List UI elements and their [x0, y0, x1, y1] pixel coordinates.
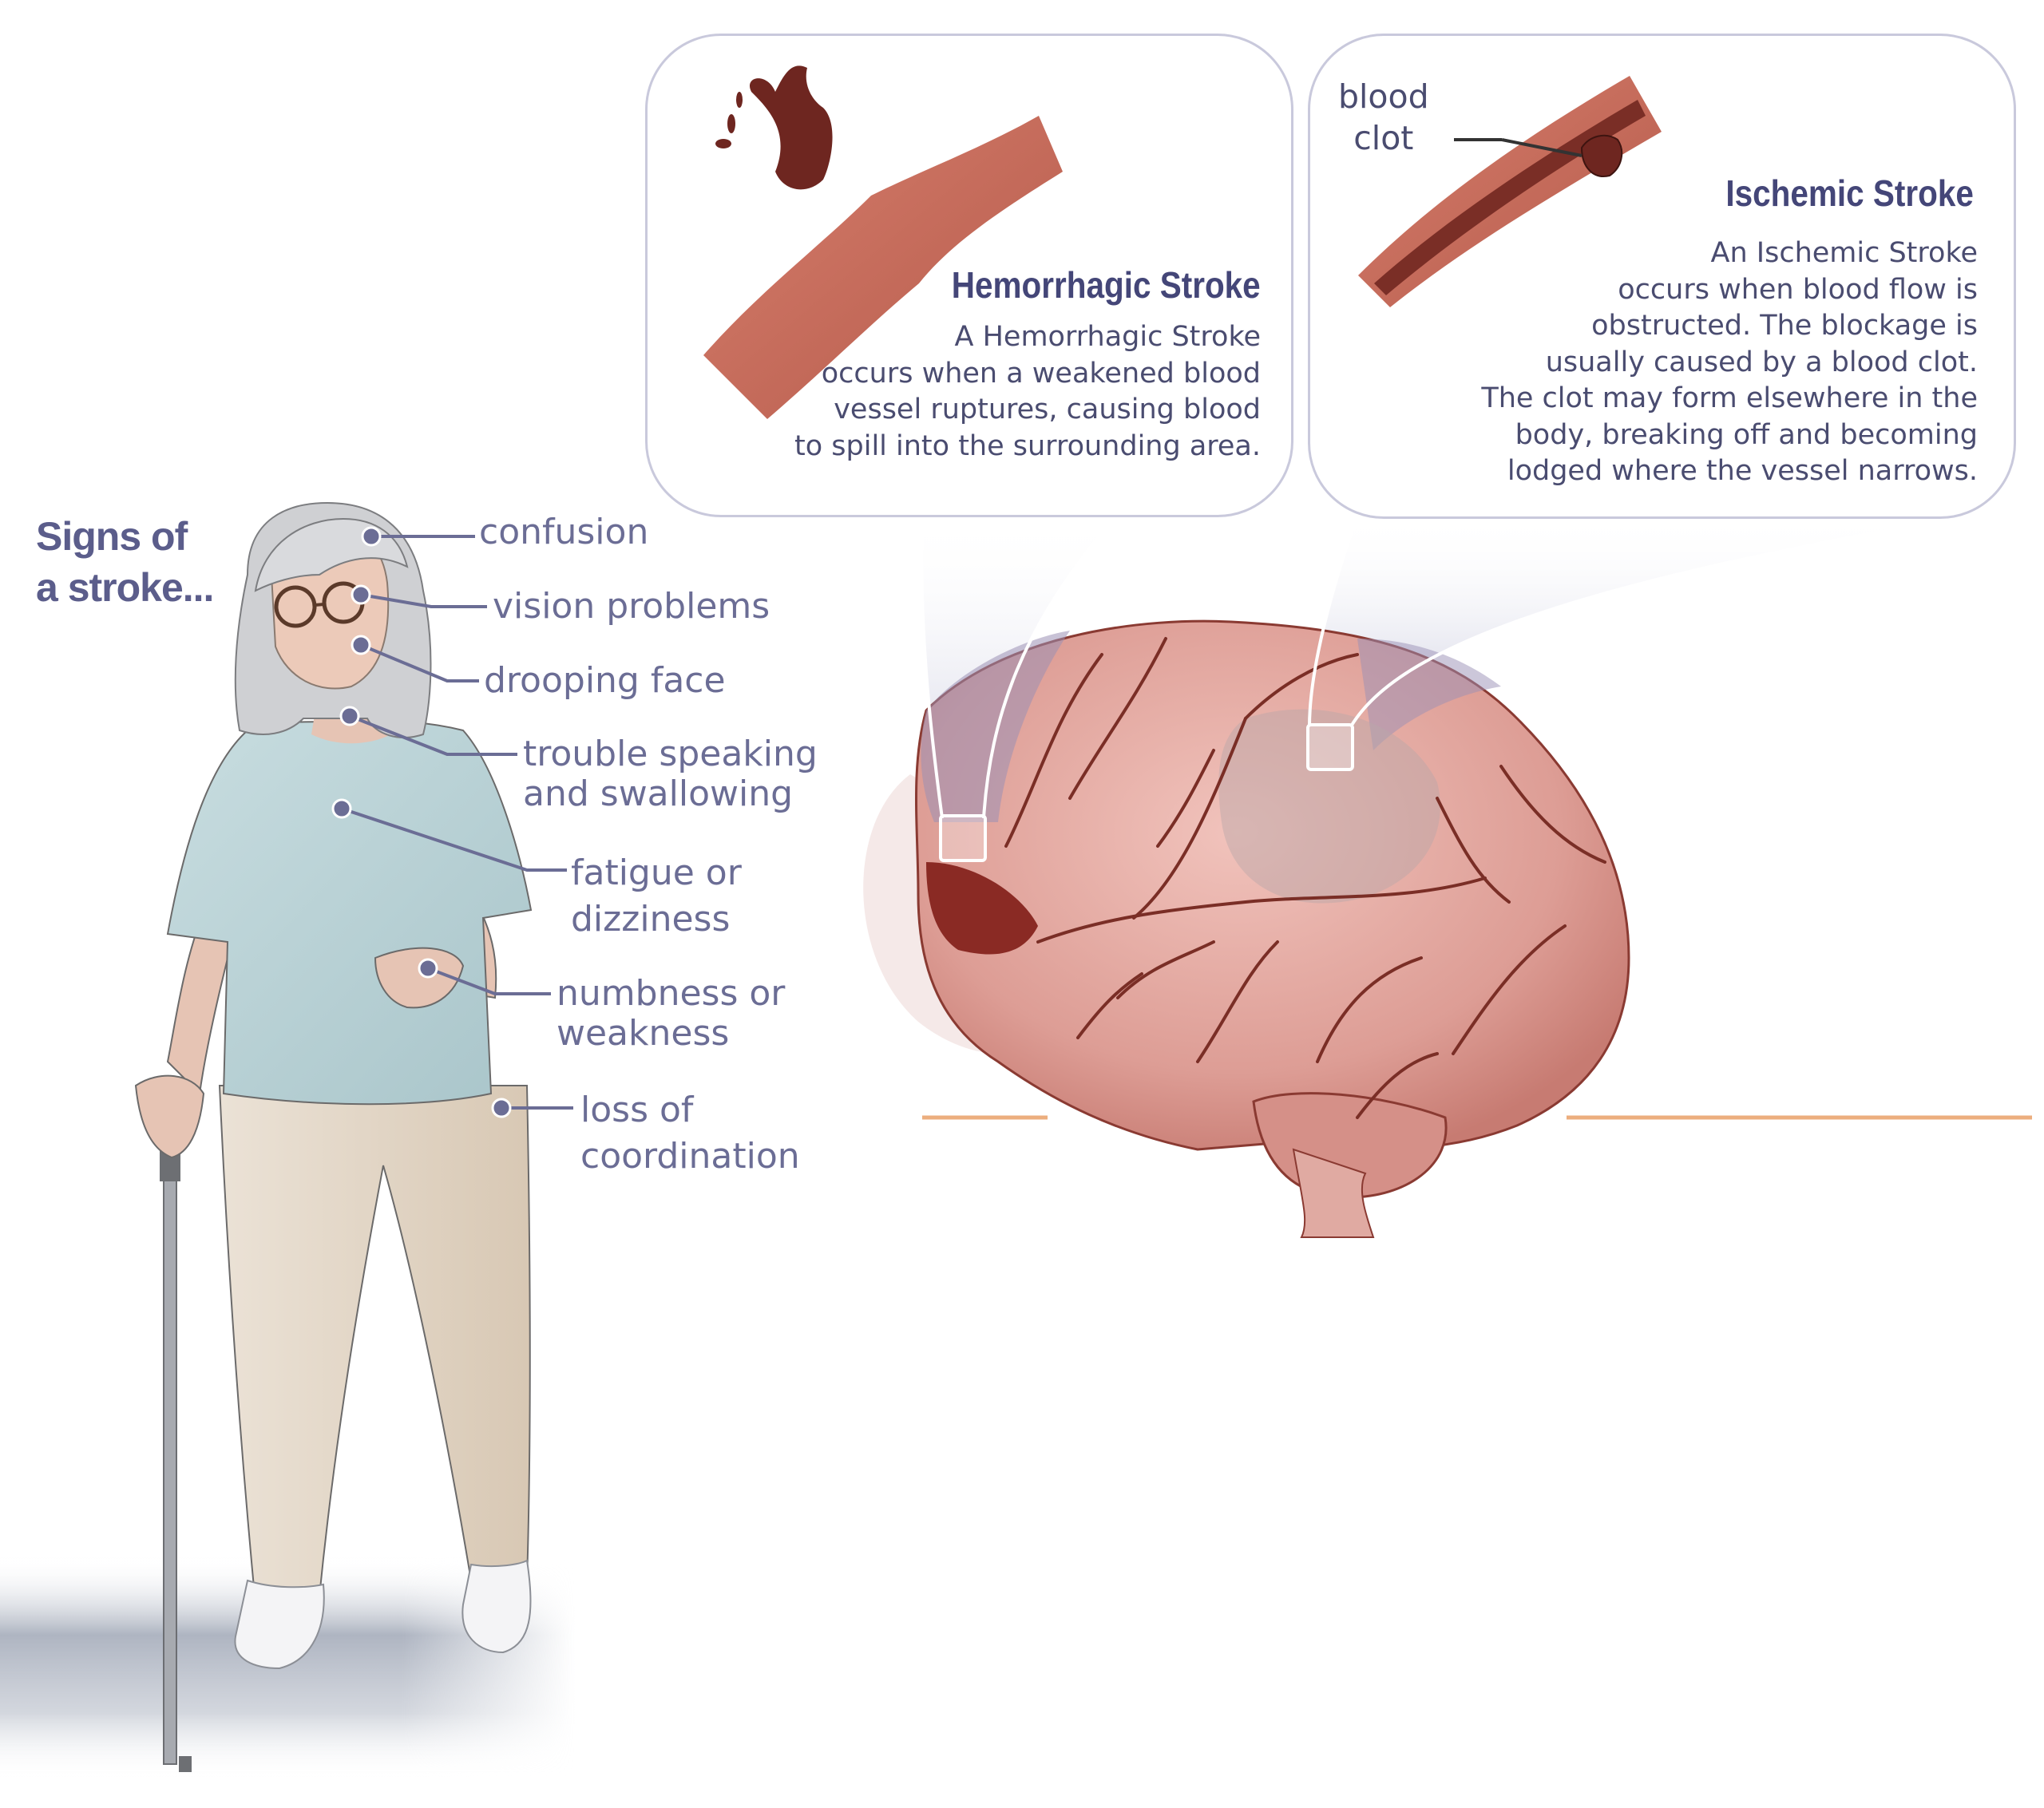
symptom-loss-of-coordination: loss of coordination	[580, 1090, 800, 1177]
woman-illustration	[134, 501, 533, 1772]
symptom-confusion: confusion	[479, 512, 649, 552]
blood-clot-label: blood clot	[1338, 77, 1429, 157]
signs-heading: Signs of a stroke...	[36, 511, 214, 613]
symptom-dots	[331, 526, 512, 1118]
signs-heading-line2: a stroke...	[36, 565, 214, 610]
blocked-vessel-icon	[1358, 76, 1662, 307]
symptom-leaders	[341, 535, 573, 1110]
signs-heading-line1: Signs of	[36, 514, 188, 559]
ruptured-vessel-icon	[703, 65, 1063, 419]
symptom-vision-problems: vision problems	[493, 586, 770, 627]
callout-beam-ischemic	[1309, 515, 1980, 730]
hemorrhagic-stroke-title: Hemorrhagic Stroke	[952, 264, 1261, 306]
ischemic-stroke-title: Ischemic Stroke	[1725, 172, 1974, 214]
symptom-fatigue: fatigue or dizziness	[571, 853, 742, 940]
hemorrhagic-stroke-description: A Hemorrhagic Stroke occurs when a weake…	[794, 321, 1261, 462]
ischemic-stroke-description: An Ischemic Stroke occurs when blood flo…	[1481, 237, 1978, 487]
brain-illustration	[863, 513, 1981, 1238]
ischemic-stroke-callout: blood clot Ischemic Stroke An Ischemic S…	[1308, 34, 2016, 519]
symptom-numbness: numbness or weakness	[557, 973, 786, 1054]
symptom-drooping-face: drooping face	[484, 660, 726, 701]
symptom-trouble-speaking: trouble speaking and swallowing	[523, 734, 818, 814]
hemorrhagic-stroke-callout: Hemorrhagic Stroke A Hemorrhagic Stroke …	[645, 34, 1293, 517]
